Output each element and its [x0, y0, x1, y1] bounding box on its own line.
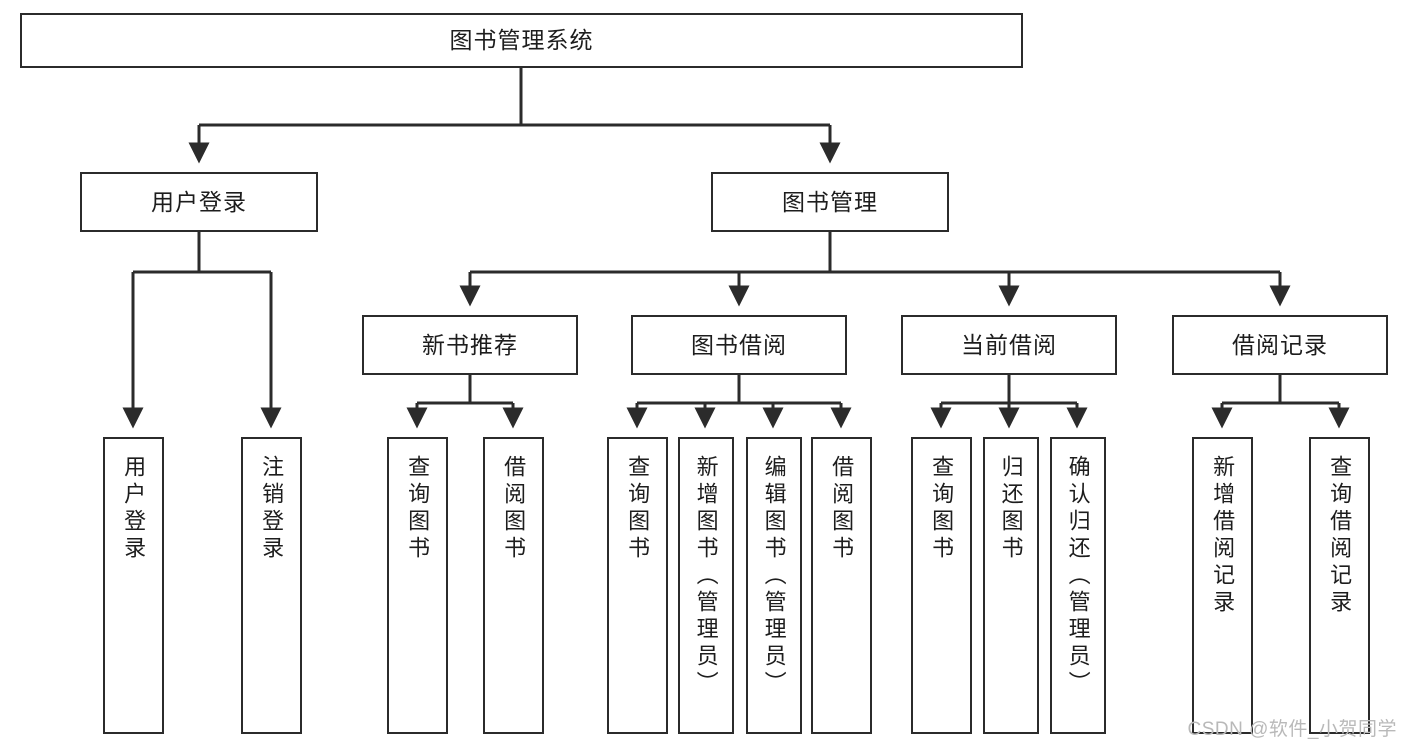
- leaf-confirm-return-admin-label: 确认归还（管理员）: [1065, 455, 1091, 698]
- leaf-logout[interactable]: 注销登录: [241, 437, 302, 734]
- leaf-query-book-current-label: 查询图书: [929, 455, 955, 563]
- leaf-query-book-new-label: 查询图书: [405, 455, 431, 563]
- leaf-borrow-book-new-label: 借阅图书: [501, 455, 527, 563]
- edges-newbook: [406, 375, 524, 429]
- csdn-watermark: CSDN @软件_小贺同学: [1187, 719, 1397, 740]
- edges-borrow: [626, 375, 852, 429]
- node-new-book-recommend[interactable]: 新书推荐: [362, 315, 578, 375]
- leaf-return-book-label: 归还图书: [998, 455, 1024, 563]
- edges-login: [122, 232, 282, 429]
- node-root[interactable]: 图书管理系统: [20, 13, 1023, 68]
- leaf-query-book-borrow[interactable]: 查询图书: [607, 437, 668, 734]
- leaf-return-book[interactable]: 归还图书: [983, 437, 1039, 734]
- leaf-user-login-label: 用户登录: [121, 455, 147, 563]
- node-new-book-recommend-label: 新书推荐: [422, 331, 518, 358]
- node-book-borrow-label: 图书借阅: [691, 331, 787, 358]
- node-book-management[interactable]: 图书管理: [711, 172, 949, 232]
- leaf-borrow-book-new[interactable]: 借阅图书: [483, 437, 544, 734]
- node-user-login-label: 用户登录: [151, 188, 247, 215]
- leaf-query-book-current[interactable]: 查询图书: [911, 437, 972, 734]
- node-book-borrow[interactable]: 图书借阅: [631, 315, 847, 375]
- leaf-query-book-borrow-label: 查询图书: [625, 455, 651, 563]
- leaf-logout-label: 注销登录: [259, 455, 285, 563]
- leaf-edit-book-admin-label: 编辑图书（管理员）: [761, 455, 787, 698]
- node-current-borrow-label: 当前借阅: [961, 331, 1057, 358]
- leaf-query-borrow-record[interactable]: 查询借阅记录: [1309, 437, 1370, 734]
- edges-current: [930, 375, 1088, 429]
- leaf-add-book-admin-label: 新增图书（管理员）: [693, 455, 719, 698]
- leaf-user-login[interactable]: 用户登录: [103, 437, 164, 734]
- node-user-login[interactable]: 用户登录: [80, 172, 318, 232]
- leaf-add-book-admin[interactable]: 新增图书（管理员）: [678, 437, 734, 734]
- leaf-borrow-book-label: 借阅图书: [829, 455, 855, 563]
- edges-bookmgmt: [459, 232, 1291, 307]
- leaf-edit-book-admin[interactable]: 编辑图书（管理员）: [746, 437, 802, 734]
- node-book-management-label: 图书管理: [782, 188, 878, 215]
- leaf-query-book-new[interactable]: 查询图书: [387, 437, 448, 734]
- leaf-query-borrow-record-label: 查询借阅记录: [1327, 455, 1353, 617]
- node-current-borrow[interactable]: 当前借阅: [901, 315, 1117, 375]
- node-root-label: 图书管理系统: [449, 27, 594, 54]
- leaf-add-borrow-record-label: 新增借阅记录: [1210, 455, 1236, 617]
- node-borrow-record[interactable]: 借阅记录: [1172, 315, 1388, 375]
- node-borrow-record-label: 借阅记录: [1232, 331, 1328, 358]
- leaf-confirm-return-admin[interactable]: 确认归还（管理员）: [1050, 437, 1106, 734]
- leaf-borrow-book[interactable]: 借阅图书: [811, 437, 872, 734]
- edges-record: [1211, 375, 1350, 429]
- leaf-add-borrow-record[interactable]: 新增借阅记录: [1192, 437, 1253, 734]
- edges-root: [188, 68, 841, 164]
